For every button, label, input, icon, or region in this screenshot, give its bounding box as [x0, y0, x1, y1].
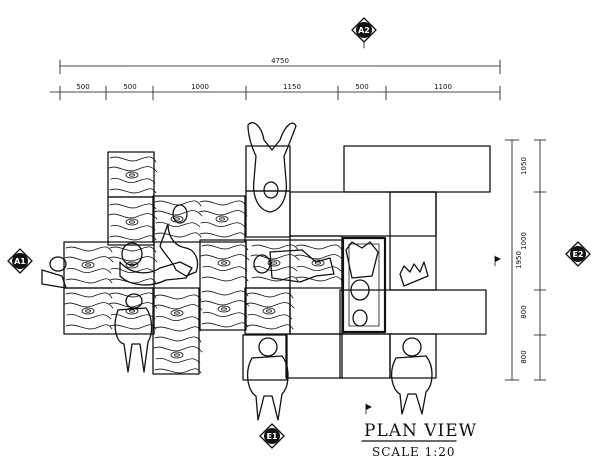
right-dimension-chain: 1950 1050 1000 800 800 — [504, 139, 547, 381]
dim-label-1: 500 — [76, 83, 89, 91]
marker-label-e2: E2 — [572, 250, 583, 259]
right-dim-label-3: 800 — [520, 305, 528, 318]
figure-standing-bottom-right — [390, 337, 433, 415]
dim-label-6: 1100 — [434, 83, 452, 91]
figure-sitting-seat — [345, 241, 379, 327]
datum-flag-bottom — [365, 403, 372, 415]
dim-label-2: 500 — [123, 83, 136, 91]
right-dim-label-1: 1050 — [520, 157, 528, 175]
figure-lying-left — [41, 256, 67, 289]
figure-reclining-top — [247, 122, 297, 213]
section-marker-a1: A1 — [7, 248, 33, 274]
datum-flag-right — [494, 255, 501, 267]
figure-standing-bottom-center — [246, 337, 289, 421]
right-overall-dimension-label: 1950 — [515, 251, 523, 269]
figure-standing-center — [159, 204, 199, 277]
section-marker-e1: E1 — [259, 423, 285, 449]
section-marker-a2: A2 — [351, 17, 377, 49]
marker-label-a1: A1 — [14, 257, 26, 266]
concrete-blocks — [242, 145, 491, 381]
title-block: PLAN VIEW SCALE 1:20 — [361, 421, 477, 459]
drawing-scale: SCALE 1:20 — [372, 445, 456, 459]
top-dimension-chain: 4750 500 500 1000 1150 500 1100 — [49, 57, 501, 101]
seat-square — [341, 236, 387, 334]
marker-label-e1: E1 — [266, 432, 277, 441]
figure-lying-wood — [119, 242, 193, 286]
dim-label-3: 1000 — [191, 83, 209, 91]
section-marker-e2: E2 — [565, 241, 591, 267]
drawing-title: PLAN VIEW — [364, 421, 477, 441]
figure-lying-center — [253, 249, 335, 283]
timber-blocks — [63, 151, 344, 375]
dim-label-5: 500 — [355, 83, 368, 91]
dim-label-4: 1150 — [283, 83, 301, 91]
figure-hands-right — [399, 261, 429, 287]
marker-label-a2: A2 — [358, 26, 370, 35]
overall-dimension-label: 4750 — [271, 57, 289, 65]
figure-standing-bottom-left — [114, 293, 153, 373]
right-dim-label-2: 1000 — [520, 232, 528, 250]
right-dim-label-4: 800 — [520, 350, 528, 363]
